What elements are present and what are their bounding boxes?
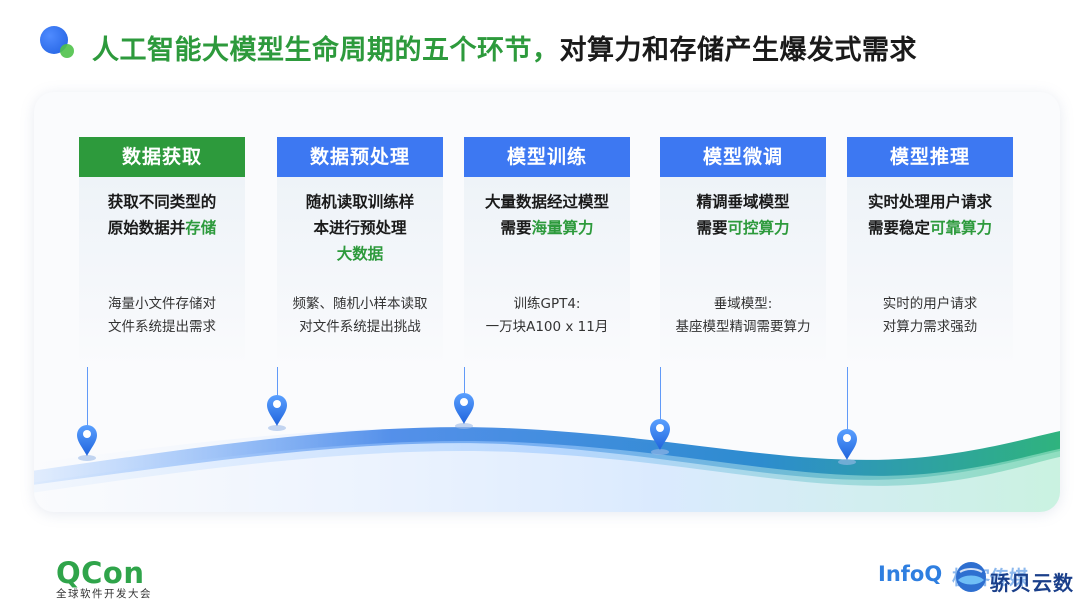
stage-body: 随机读取训练样 本进行预处理 大数据 — [277, 177, 443, 367]
lifecycle-panel: 数据获取 获取不同类型的 原始数据并存储 海量小文件存储对 文件系统提出需求 数… — [34, 92, 1060, 512]
page-title-part1: 人工智能大模型生命周期的五个环节， — [92, 35, 560, 66]
stage-data-acquisition: 数据获取 获取不同类型的 原始数据并存储 海量小文件存储对 文件系统提出需求 — [79, 137, 245, 367]
stage-summary-line1: 获取不同类型的 — [107, 193, 217, 211]
stage-highlight: 可控算力 — [727, 219, 790, 237]
title-bullet-icon — [40, 26, 80, 62]
stage-desc-line2: 对文件系统提出挑战 — [299, 319, 421, 335]
stage-model-inference: 模型推理 实时处理用户请求 需要稳定可靠算力 实时的用户请求 对算力需求强劲 — [847, 137, 1013, 367]
qcon-subtitle: 全球软件开发大会 — [56, 588, 152, 600]
infoq-logo: InfoQ — [878, 562, 943, 586]
stage-body: 大量数据经过模型 需要海量算力 — [464, 177, 630, 367]
stage-desc-line1: 海量小文件存储对 — [108, 296, 216, 312]
stage-summary: 获取不同类型的 原始数据并存储 — [79, 177, 245, 241]
stage-description: 训练GPT4: 一万块A100 x 11月 — [464, 293, 630, 339]
stage-connector-line — [464, 367, 465, 397]
stage-desc-line2: 基座模型精调需要算力 — [675, 319, 811, 335]
stage-description: 垂域模型: 基座模型精调需要算力 — [660, 293, 826, 339]
stage-connector-line — [87, 367, 88, 437]
page-title: 人工智能大模型生命周期的五个环节，对算力和存储产生爆发式需求 — [92, 28, 917, 67]
stage-desc-line1: 实时的用户请求 — [882, 296, 978, 312]
stage-desc-line2: 文件系统提出需求 — [108, 319, 216, 335]
location-pin-icon — [650, 419, 670, 455]
stage-highlight: 可靠算力 — [930, 219, 993, 237]
stage-title: 数据预处理 — [277, 137, 443, 177]
pins-layer — [77, 393, 857, 465]
stage-title: 模型微调 — [660, 137, 826, 177]
watermark-text: 骄贝云数 — [990, 571, 1074, 595]
stage-description: 海量小文件存储对 文件系统提出需求 — [79, 293, 245, 339]
page-title-part2: 对算力和存储产生爆发式需求 — [559, 35, 917, 66]
stage-summary-line2: 需要稳定可靠算力 — [847, 215, 1013, 241]
stage-desc-line1: 垂域模型: — [713, 296, 773, 312]
location-pin-icon — [837, 429, 857, 465]
stage-summary-line2: 原始数据并存储 — [79, 215, 245, 241]
location-pin-icon — [77, 425, 97, 461]
stage-summary-text: 需要稳定 — [867, 219, 930, 237]
stage-summary-line2: 需要海量算力 — [464, 215, 630, 241]
stage-data-preprocessing: 数据预处理 随机读取训练样 本进行预处理 大数据 频繁、随机小样本读取 对文件系… — [277, 137, 443, 367]
stage-summary: 实时处理用户请求 需要稳定可靠算力 — [847, 177, 1013, 241]
stage-summary-line2: 本进行预处理 — [313, 219, 407, 237]
stage-body: 获取不同类型的 原始数据并存储 — [79, 177, 245, 367]
stage-summary-line2: 需要可控算力 — [660, 215, 826, 241]
watermark-globe-icon — [956, 562, 986, 592]
stage-model-finetuning: 模型微调 精调垂域模型 需要可控算力 垂域模型: 基座模型精调需要算力 — [660, 137, 826, 367]
stage-highlight: 大数据 — [336, 245, 384, 263]
stage-summary-text: 需要 — [500, 219, 532, 237]
stage-summary: 精调垂域模型 需要可控算力 — [660, 177, 826, 241]
stage-desc-line2: 一万块A100 x 11月 — [485, 319, 609, 335]
stage-summary-line1: 大量数据经过模型 — [484, 193, 609, 211]
stage-connector-line — [660, 367, 661, 425]
stage-summary: 大量数据经过模型 需要海量算力 — [464, 177, 630, 241]
location-pin-icon — [267, 395, 287, 431]
location-pin-icon — [454, 393, 474, 429]
stage-summary-line1: 实时处理用户请求 — [867, 193, 992, 211]
stage-title: 模型训练 — [464, 137, 630, 177]
stage-description: 实时的用户请求 对算力需求强劲 — [847, 293, 1013, 339]
stage-summary-text: 原始数据并 — [107, 219, 186, 237]
stage-highlight: 存储 — [185, 219, 217, 237]
stage-summary-line1: 随机读取训练样 — [305, 193, 415, 211]
wave-road-graphic — [34, 427, 1060, 512]
stage-connector-line — [847, 367, 848, 435]
stage-title: 模型推理 — [847, 137, 1013, 177]
stage-description: 频繁、随机小样本读取 对文件系统提出挑战 — [277, 293, 443, 339]
stage-summary: 随机读取训练样 本进行预处理 大数据 — [277, 177, 443, 267]
stage-highlight: 海量算力 — [531, 219, 594, 237]
stage-desc-line1: 训练GPT4: — [513, 296, 581, 312]
stage-desc-line1: 频繁、随机小样本读取 — [292, 296, 428, 312]
qcon-logo: QCon — [56, 556, 145, 590]
stage-body: 实时处理用户请求 需要稳定可靠算力 — [847, 177, 1013, 367]
stage-model-training: 模型训练 大量数据经过模型 需要海量算力 训练GPT4: 一万块A100 x 1… — [464, 137, 630, 367]
stage-title: 数据获取 — [79, 137, 245, 177]
stage-summary-text: 需要 — [696, 219, 728, 237]
stage-connector-line — [277, 367, 278, 407]
stage-body: 精调垂域模型 需要可控算力 — [660, 177, 826, 367]
stage-desc-line2: 对算力需求强劲 — [882, 319, 978, 335]
stage-summary-line1: 精调垂域模型 — [696, 193, 790, 211]
